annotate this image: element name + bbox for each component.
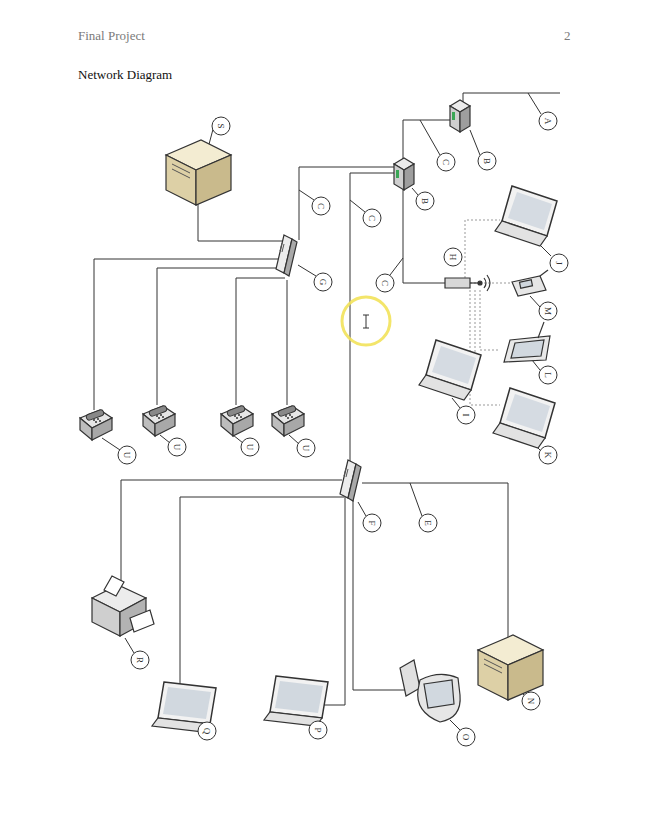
callout-circle [168, 438, 186, 456]
callout-circle [376, 274, 394, 292]
callout-letter: U [169, 439, 185, 455]
callout-letter: R [132, 652, 148, 668]
callout-circle [539, 302, 557, 320]
callout-letter: B [417, 193, 433, 209]
callout-circle [457, 728, 475, 746]
callout-circle [363, 514, 381, 532]
callout-letter: K [540, 447, 556, 463]
callout-letter: P [310, 722, 326, 738]
callout-letter: U [242, 439, 258, 455]
callout-letter: G [315, 274, 331, 290]
callout-circle [314, 273, 332, 291]
callout-letter: Q [199, 723, 215, 739]
callout-letter: C [313, 198, 329, 214]
callout-letter: J [551, 255, 567, 271]
callout-letter: C [377, 275, 393, 291]
callout-circle [241, 438, 259, 456]
callout-circle [539, 446, 557, 464]
callout-letter: F [364, 515, 380, 531]
page-number: 2 [564, 28, 571, 44]
callout-circle [212, 117, 230, 135]
callout-letter: S [213, 118, 229, 134]
callout-circle [457, 406, 475, 424]
callout-letter: O [458, 729, 474, 745]
callout-letter: U [119, 447, 135, 463]
callout-circle [478, 152, 496, 170]
callout-circle [419, 514, 437, 532]
callout-letter: I [458, 407, 474, 423]
callout-circle [309, 721, 327, 739]
callout-letter: U [298, 440, 314, 456]
callout-circle [522, 692, 540, 710]
callout-letter: H [445, 249, 461, 265]
callout-letter: C [364, 210, 380, 226]
callout-letter: C [438, 154, 454, 170]
callout-circle [312, 197, 330, 215]
callout-circle [131, 651, 149, 669]
callout-letter: N [523, 693, 539, 709]
callout-circle [539, 112, 557, 130]
callout-letter: L [540, 367, 556, 383]
callout-circle [118, 446, 136, 464]
page-header: Final Project [78, 28, 145, 44]
callout-letter: M [540, 303, 556, 319]
callout-circle [363, 209, 381, 227]
callout-circle [444, 248, 462, 266]
callout-letter: B [479, 153, 495, 169]
callout-circle [550, 254, 568, 272]
callout-circle [437, 153, 455, 171]
diagram-title: Network Diagram [78, 67, 172, 83]
callout-letter: A [540, 113, 556, 129]
callout-circle [198, 722, 216, 740]
callout-circle [416, 192, 434, 210]
callout-circle [539, 366, 557, 384]
callout-letter: E [420, 515, 436, 531]
callout-circle [297, 439, 315, 457]
